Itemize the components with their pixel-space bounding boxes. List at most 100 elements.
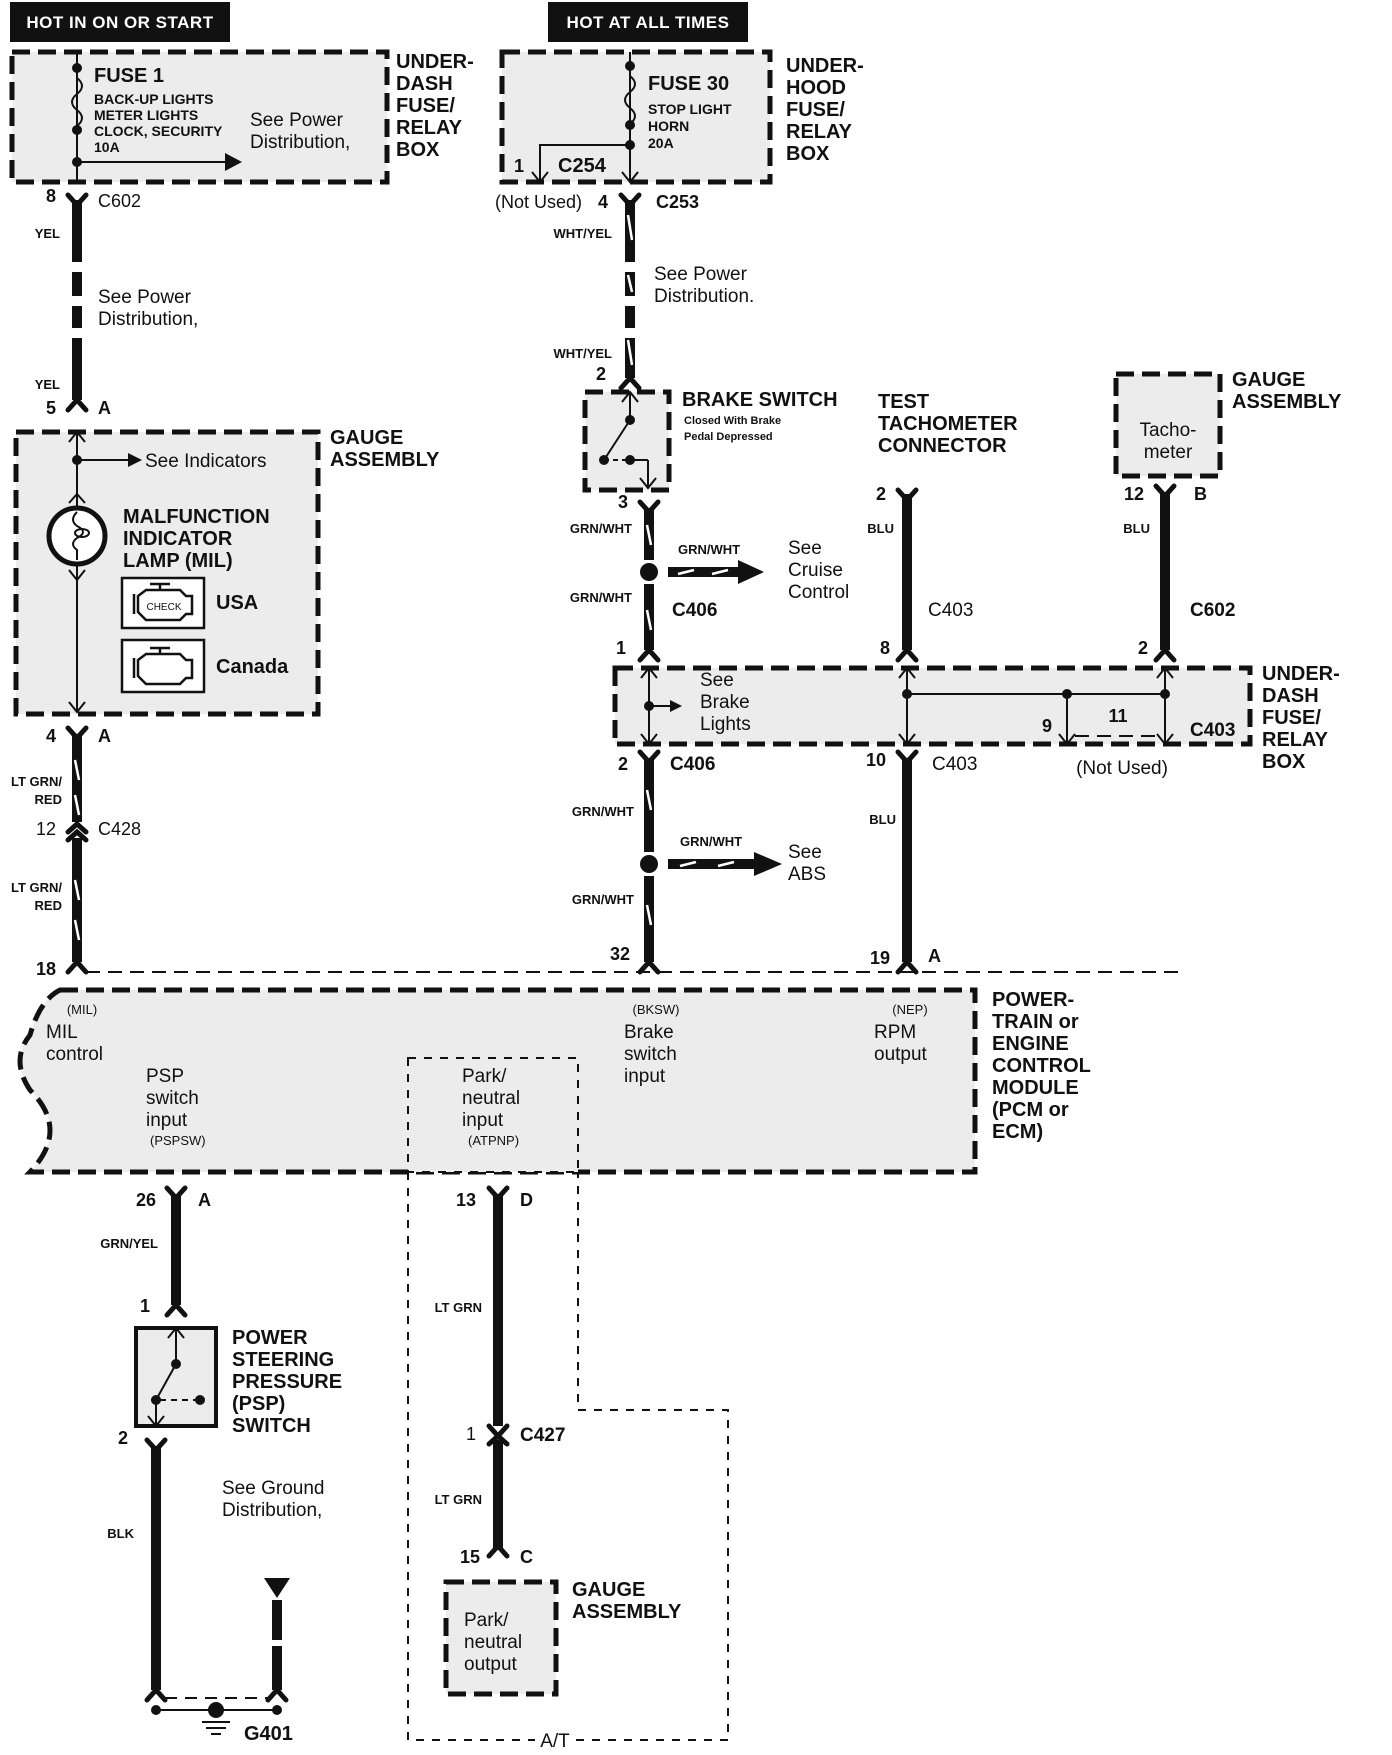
mil-label: MALFUNCTION bbox=[123, 506, 270, 528]
wire-color-label: BLU bbox=[1123, 521, 1150, 536]
splice-dot bbox=[640, 855, 658, 873]
label-line: (PSP) bbox=[232, 1393, 285, 1415]
label-line: STEERING bbox=[232, 1349, 334, 1371]
label-line: GAUGE bbox=[330, 427, 403, 449]
at-label: A/T bbox=[540, 1731, 570, 1752]
see-abs-note: ABS bbox=[788, 864, 826, 885]
wire-grn-yel: 26 A GRN/YEL 1 bbox=[100, 1185, 211, 1318]
pcm-brake-label: switch bbox=[624, 1044, 677, 1065]
psp-switch-label: POWER STEERING PRESSURE (PSP) SWITCH bbox=[232, 1327, 342, 1437]
pin-number: 2 bbox=[618, 754, 628, 774]
pin-number: 9 bbox=[1042, 716, 1052, 736]
test-tach-label: CONNECTOR bbox=[878, 435, 1007, 457]
wire-grn-wht-upper: 3 GRN/WHT GRN/WHT See Cruise Control GRN… bbox=[570, 492, 849, 663]
pcm-rpm-label: output bbox=[874, 1044, 928, 1065]
pcm-code: (BKSW) bbox=[633, 1002, 680, 1017]
under-dash-fuse-box-top: FUSE 1 BACK-UP LIGHTS METER LIGHTS CLOCK… bbox=[9, 49, 390, 185]
under-dash-box-label: UNDER- DASH FUSE/ RELAY BOX bbox=[396, 51, 474, 161]
switch-contact-icon bbox=[155, 1363, 177, 1401]
label-line: GAUGE bbox=[1232, 369, 1305, 391]
wire-color-label: BLU bbox=[867, 521, 894, 536]
pin-number: 12 bbox=[1124, 484, 1144, 504]
header-battery-text: HOT AT ALL TIMES bbox=[567, 13, 730, 32]
wire-color-label: BLK bbox=[107, 1526, 134, 1541]
under-hood-box-label: UNDER- HOOD FUSE/ RELAY BOX bbox=[786, 55, 864, 165]
see-power-distribution-note: See Power bbox=[250, 110, 344, 131]
label-line: ASSEMBLY bbox=[1232, 391, 1342, 413]
pin-number: 10 bbox=[866, 750, 886, 770]
gauge-assembly-mil-label: GAUGE ASSEMBLY bbox=[330, 427, 440, 471]
connector-c602: C602 bbox=[1190, 600, 1235, 621]
pin-number: 8 bbox=[46, 186, 56, 206]
check-text: CHECK bbox=[146, 602, 181, 613]
brake-switch-subtitle: Pedal Depressed bbox=[684, 431, 773, 443]
wire-blu-test-tach: 2 BLU C403 8 bbox=[867, 484, 973, 663]
check-engine-canada-icon bbox=[120, 638, 206, 694]
wire-color-label: GRN/WHT bbox=[678, 542, 740, 557]
label-line: UNDER- bbox=[396, 51, 474, 73]
pin-number: 19 bbox=[870, 948, 890, 968]
connector-letter: C bbox=[520, 1547, 533, 1567]
connector-letter: A bbox=[198, 1190, 211, 1210]
fuse-1-circuit: BACK-UP LIGHTS bbox=[94, 91, 214, 107]
wire-color-label: RED bbox=[35, 792, 62, 807]
label-line: POWER bbox=[232, 1327, 308, 1349]
park-neutral-output-label: neutral bbox=[464, 1632, 522, 1653]
fuse-1-icon bbox=[71, 77, 83, 127]
pcm-psp-label: PSP bbox=[146, 1066, 184, 1087]
pin-number: 2 bbox=[596, 364, 606, 384]
wire-color-label: BLU bbox=[869, 812, 896, 827]
wire-lt-grn: 13 D LT GRN 1 C427 LT GRN 15 C bbox=[435, 1185, 565, 1567]
wire-color-label: GRN/WHT bbox=[572, 804, 634, 819]
wire-color-label: YEL bbox=[35, 226, 60, 241]
fuse-30-circuit: HORN bbox=[648, 118, 689, 134]
wire-lt-grn-red: 4 A LT GRN/ RED 12 C428 LT GRN/ RED 18 bbox=[11, 725, 1180, 979]
pin-number: 13 bbox=[456, 1190, 476, 1210]
label-line: (PCM or bbox=[992, 1099, 1069, 1121]
connector-c403: C403 bbox=[928, 600, 973, 621]
connector-letter: D bbox=[520, 1190, 533, 1210]
connector-c403: C403 bbox=[1190, 720, 1235, 741]
brake-switch-title: BRAKE SWITCH bbox=[682, 389, 838, 411]
header-ignition-text: HOT IN ON OR START bbox=[26, 13, 213, 32]
label-line: POWER- bbox=[992, 989, 1074, 1011]
wire-color-label: GRN/WHT bbox=[570, 521, 632, 536]
gauge-assembly-mil: See Indicators MALFUNCTION INDICATOR LAM… bbox=[13, 429, 321, 717]
pin-number: 12 bbox=[36, 819, 56, 839]
pin-arrow-icon bbox=[531, 171, 549, 184]
header-hot-in-on-or-start: HOT IN ON OR START bbox=[10, 2, 230, 42]
wire-color-label: LT GRN bbox=[435, 1492, 482, 1507]
see-brake-lights-note: Lights bbox=[700, 714, 751, 735]
pcm-rpm-label: RPM bbox=[874, 1022, 916, 1043]
label-line: UNDER- bbox=[1262, 663, 1340, 685]
not-used-note: (Not Used) bbox=[495, 192, 582, 212]
connector-letter: A bbox=[98, 726, 111, 746]
pin-number: 2 bbox=[1138, 638, 1148, 658]
pcm-park-label: Park/ bbox=[462, 1066, 507, 1087]
label-line: DASH bbox=[396, 73, 453, 95]
label-line: FUSE/ bbox=[396, 95, 455, 117]
switch-contact-icon bbox=[603, 419, 631, 461]
pin-number: 5 bbox=[46, 398, 56, 418]
label-line: ASSEMBLY bbox=[572, 1601, 682, 1623]
splice-dot bbox=[640, 563, 658, 581]
wire-color-label: LT GRN/ bbox=[11, 880, 62, 895]
label-line: BOX bbox=[786, 143, 830, 165]
label-line: TRAIN or bbox=[992, 1011, 1079, 1033]
connector-c406: C406 bbox=[672, 600, 717, 621]
see-power-distribution-note: Distribution. bbox=[654, 286, 754, 307]
pin-number: 32 bbox=[610, 944, 630, 964]
label-line: ENGINE bbox=[992, 1033, 1069, 1055]
arrow-icon bbox=[128, 453, 142, 467]
wire-color-label: WHT/YEL bbox=[554, 346, 613, 361]
pcm-brake-label: Brake bbox=[624, 1022, 674, 1043]
mil-label: LAMP (MIL) bbox=[123, 550, 233, 572]
pcm-mil-label: MIL bbox=[46, 1022, 78, 1043]
connector-c406: C406 bbox=[670, 754, 715, 775]
wire-wht-yel: (Not Used) 4 C253 WHT/YEL See Power Dist… bbox=[495, 192, 754, 391]
label-line: FUSE/ bbox=[786, 99, 845, 121]
wire-color-label: RED bbox=[35, 898, 62, 913]
pin-number: 18 bbox=[36, 959, 56, 979]
label-line: ECM) bbox=[992, 1121, 1043, 1143]
pin-number: 2 bbox=[118, 1428, 128, 1448]
